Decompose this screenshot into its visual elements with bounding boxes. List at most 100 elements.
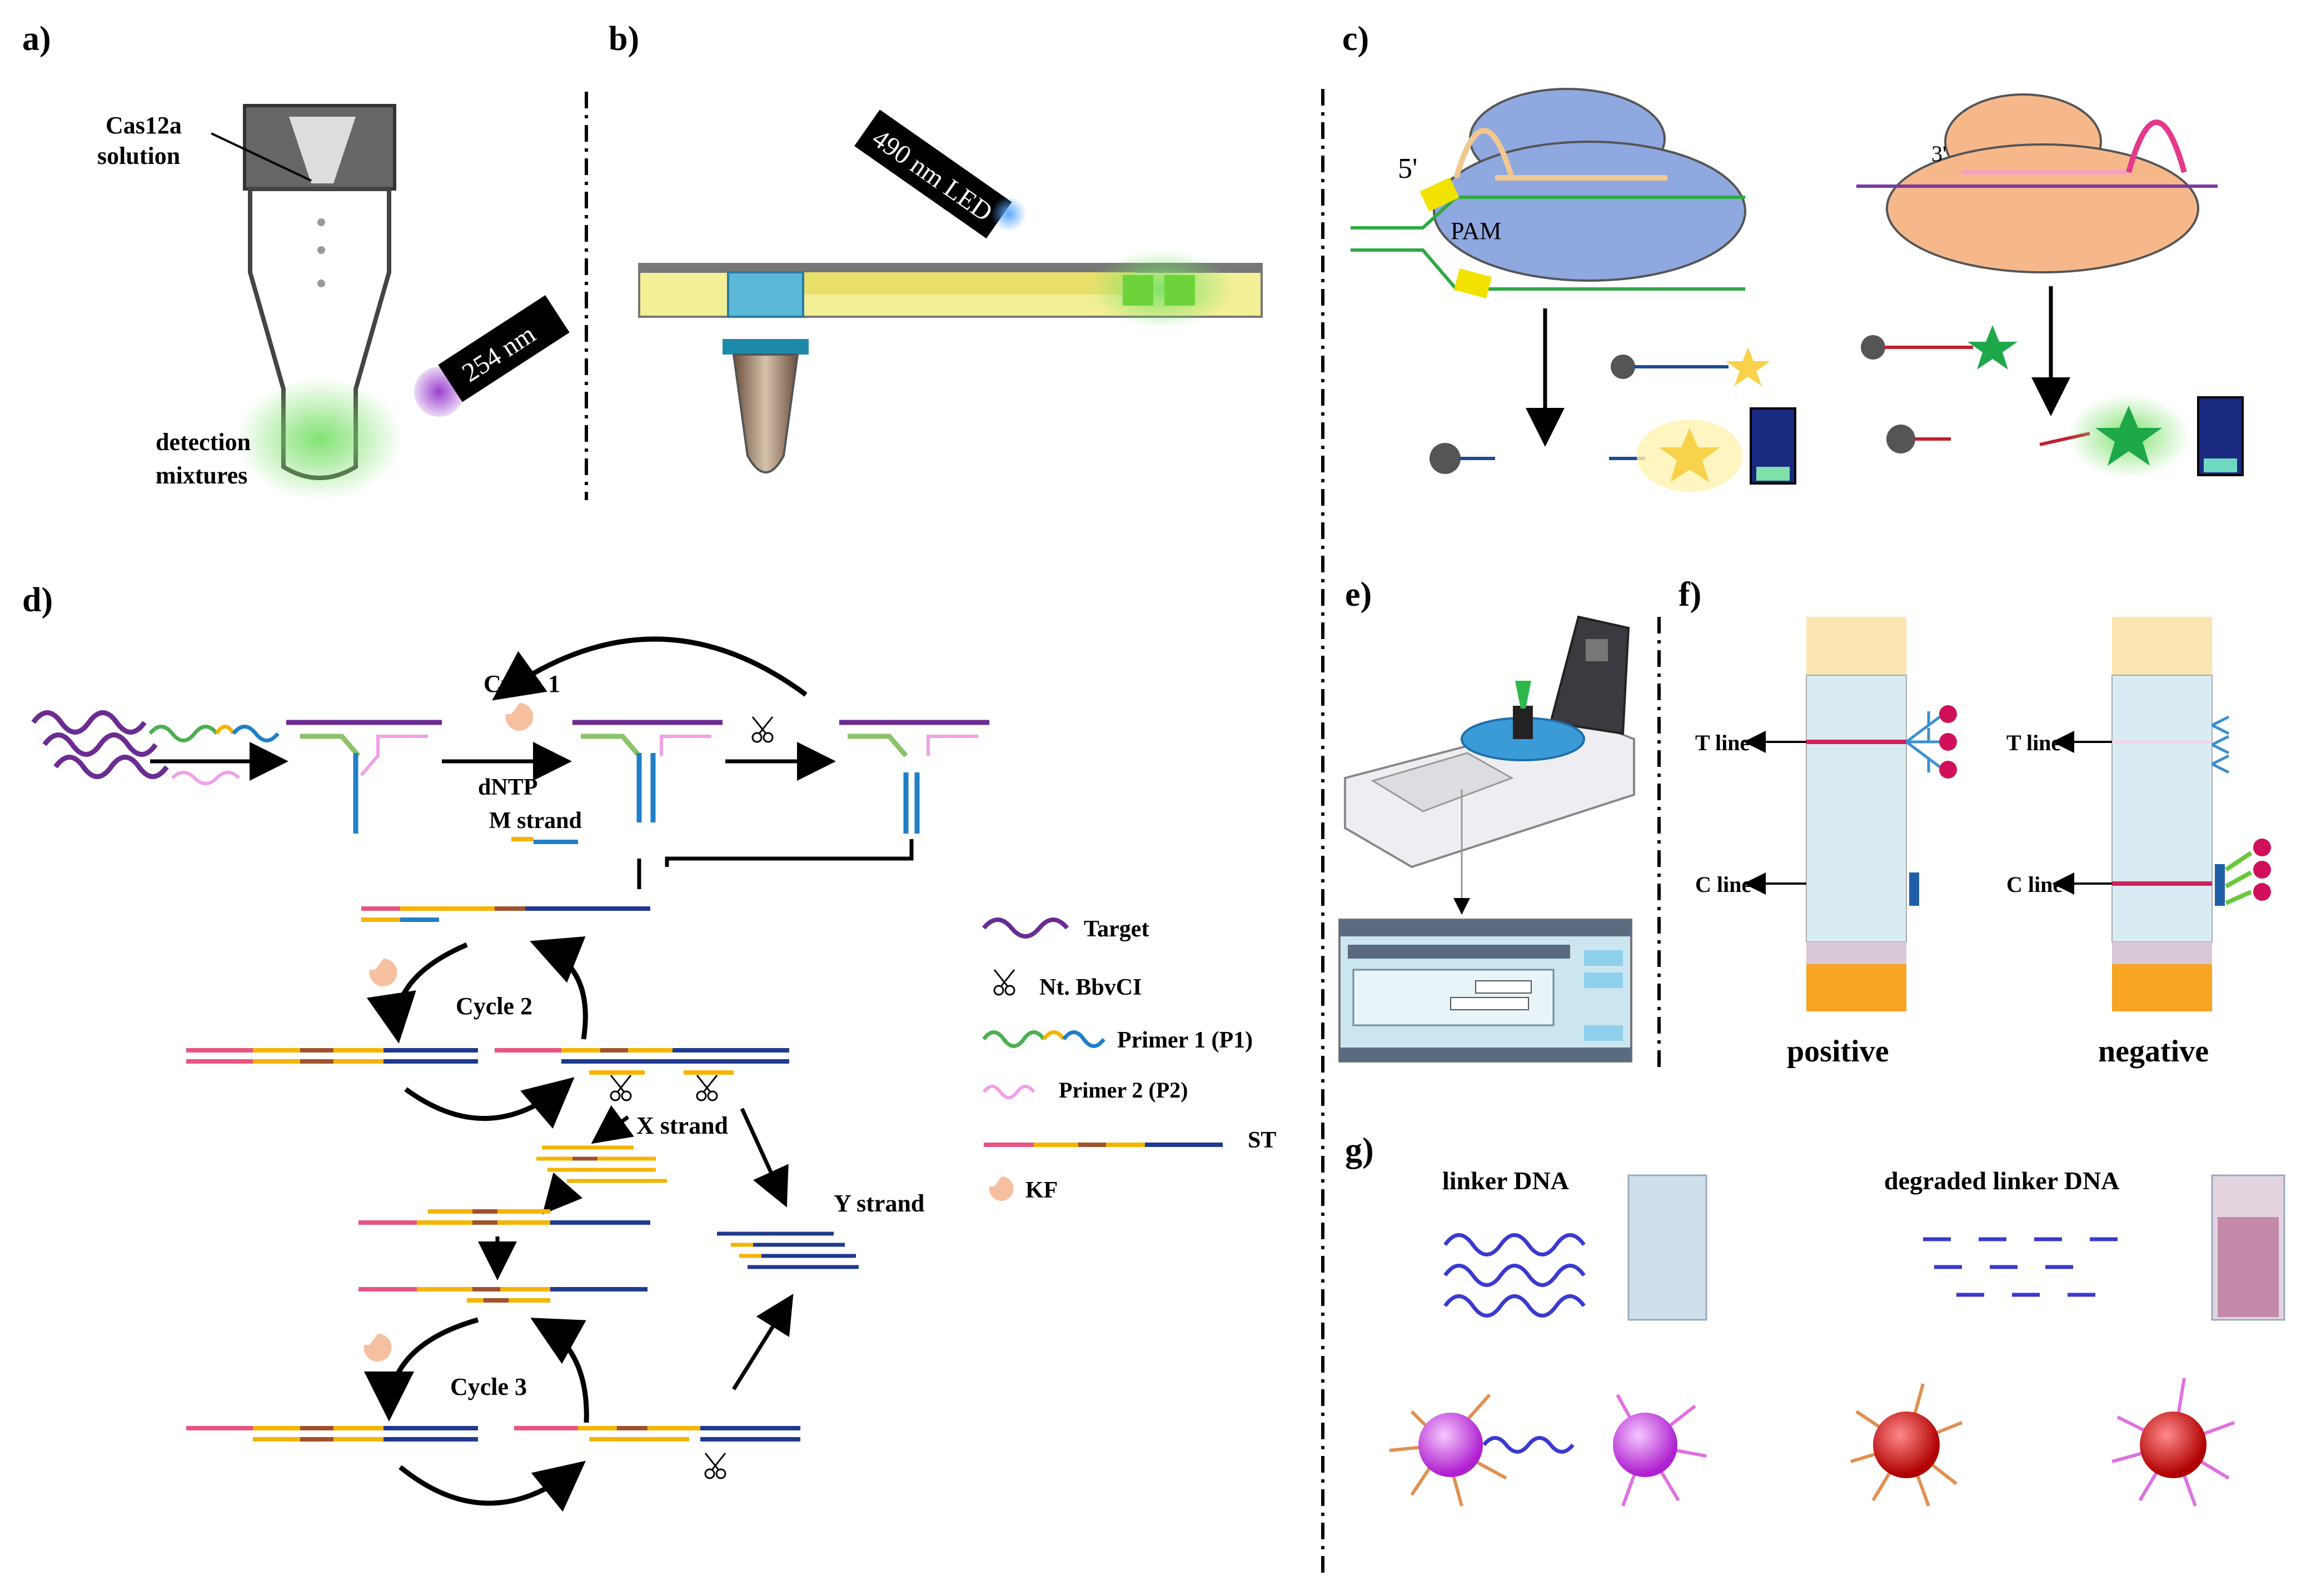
three-prime-label: 3' — [1931, 141, 1946, 166]
duplex-right — [495, 1048, 789, 1075]
legend-p1-symbol — [1042, 1030, 1065, 1041]
kf-icon — [369, 959, 397, 986]
strip-membrane — [1806, 675, 1907, 942]
device-tube — [1515, 681, 1531, 709]
chip-channel — [803, 272, 1137, 295]
chip-well — [1164, 275, 1195, 306]
screen-value — [1475, 980, 1532, 994]
quencher — [1430, 443, 1461, 474]
x-strand-stack — [536, 1145, 667, 1183]
five-prime-label: 5' — [1398, 153, 1417, 184]
cycle3-arrow — [364, 1317, 479, 1422]
panel-d: d) Cycle 1 dNTP M strand — [22, 581, 1276, 1512]
fluorophore-bright — [1659, 428, 1720, 482]
tube-ring — [723, 339, 809, 355]
m-strand-label: M strand — [489, 808, 582, 834]
cas12a-label: Cas12a — [106, 112, 182, 139]
tube-photo-glow — [2204, 458, 2237, 472]
non-target-strand — [1351, 248, 1745, 291]
strip-conjugate — [1806, 942, 1906, 964]
target-wave — [31, 710, 147, 735]
gold-np — [2253, 883, 2271, 901]
legend-p1: Primer 1 (P1) — [1117, 1028, 1253, 1053]
screen-titlebar — [1339, 920, 1631, 936]
screen-value — [1450, 997, 1529, 1010]
dntp-label: dNTP — [478, 775, 537, 800]
st-x-duplex-2 — [358, 1287, 648, 1303]
primer1-wave — [215, 725, 236, 735]
device-panel — [1371, 752, 1514, 812]
p2 — [927, 735, 978, 756]
panel-f: f) T line C line positive T line C line — [1679, 576, 2271, 1069]
fluorophore-dim — [1968, 325, 2018, 370]
droplet — [317, 280, 325, 287]
screen-button[interactable] — [1584, 1025, 1623, 1041]
fluorophore-bright — [2095, 406, 2162, 466]
gold-np — [2253, 861, 2271, 879]
legend-target-symbol — [982, 917, 1069, 939]
scissors-icon — [751, 716, 774, 743]
duplex-right-c3 — [514, 1426, 800, 1442]
legend-p1-symbol — [982, 1030, 1045, 1048]
panel-g-label: g) — [1345, 1131, 1374, 1169]
duplex-left — [186, 1048, 478, 1064]
linker-label: linker DNA — [1442, 1166, 1569, 1195]
mixtures-label: mixtures — [156, 462, 247, 489]
cycle1-arrow — [492, 636, 808, 701]
screen-button[interactable] — [1584, 950, 1623, 966]
legend-p2-symbol — [982, 1085, 1035, 1099]
degraded-fragments — [1923, 1237, 2118, 1297]
np-aggregated-left — [1389, 1394, 1507, 1507]
fluorophore-dim — [1726, 347, 1770, 386]
panel-e-label: e) — [1345, 576, 1372, 614]
legend-p2: Primer 2 (P2) — [1059, 1078, 1188, 1103]
panel-g: g) linker DNA degraded linker DNA — [1345, 1131, 2285, 1507]
linker-bridge — [1482, 1436, 1575, 1454]
led-lamp: 490 nm LED — [854, 109, 1012, 239]
linker-wave — [1443, 1264, 1586, 1287]
panel-d-label: d) — [22, 581, 53, 619]
arrow — [542, 1172, 583, 1215]
brown-tube — [732, 353, 799, 473]
panel-b-label: b) — [609, 20, 639, 58]
p1 — [581, 734, 641, 757]
cycle3-arrow — [530, 1318, 589, 1423]
dsDNA-end — [1351, 196, 1458, 230]
cas12a-body — [1433, 141, 1746, 282]
scissors-icon — [696, 1075, 718, 1101]
vial-red-fill — [2218, 1217, 2279, 1317]
screen-button[interactable] — [1584, 972, 1623, 988]
t-line-label: T line — [1695, 730, 1750, 755]
cycle3-arrow — [399, 1460, 586, 1512]
gold-np — [1939, 705, 1957, 723]
p2 — [360, 735, 428, 776]
p1 — [300, 734, 361, 757]
antibody-icon — [1905, 711, 1941, 772]
degraded-label: degraded linker DNA — [1884, 1166, 2119, 1195]
chip-glow — [1089, 250, 1234, 328]
chip-reservoir — [727, 271, 804, 318]
panel-a: a) Cas12a solution 254 nm detection mixt… — [22, 20, 570, 500]
chip-well — [1123, 275, 1153, 306]
pam-label: PAM — [1451, 217, 1501, 245]
primer1-wave — [148, 725, 218, 742]
p1 — [848, 734, 908, 757]
gold-np — [1939, 761, 1957, 779]
cycle2-label: Cycle 2 — [456, 992, 532, 1020]
negative-label: negative — [2098, 1034, 2209, 1069]
legend-nt: Nt. BbvCI — [1039, 975, 1142, 1000]
cap-nozzle — [289, 117, 356, 183]
target-wave — [53, 755, 169, 779]
y-strand-stack — [717, 1231, 859, 1269]
panel-b: b) 490 nm LED — [609, 20, 1263, 473]
cycle1-label: Cycle 1 — [484, 670, 560, 697]
crRNA-loop — [1453, 128, 1515, 179]
scissors-icon — [610, 1075, 632, 1101]
linker-wave — [1443, 1233, 1586, 1256]
uv-lamp: 254 nm — [438, 295, 570, 402]
panel-a-label: a) — [22, 20, 51, 58]
np-dispersed-right — [2111, 1378, 2235, 1507]
device-tube-holder — [1513, 706, 1533, 739]
t-line-label: T line — [2006, 730, 2061, 755]
